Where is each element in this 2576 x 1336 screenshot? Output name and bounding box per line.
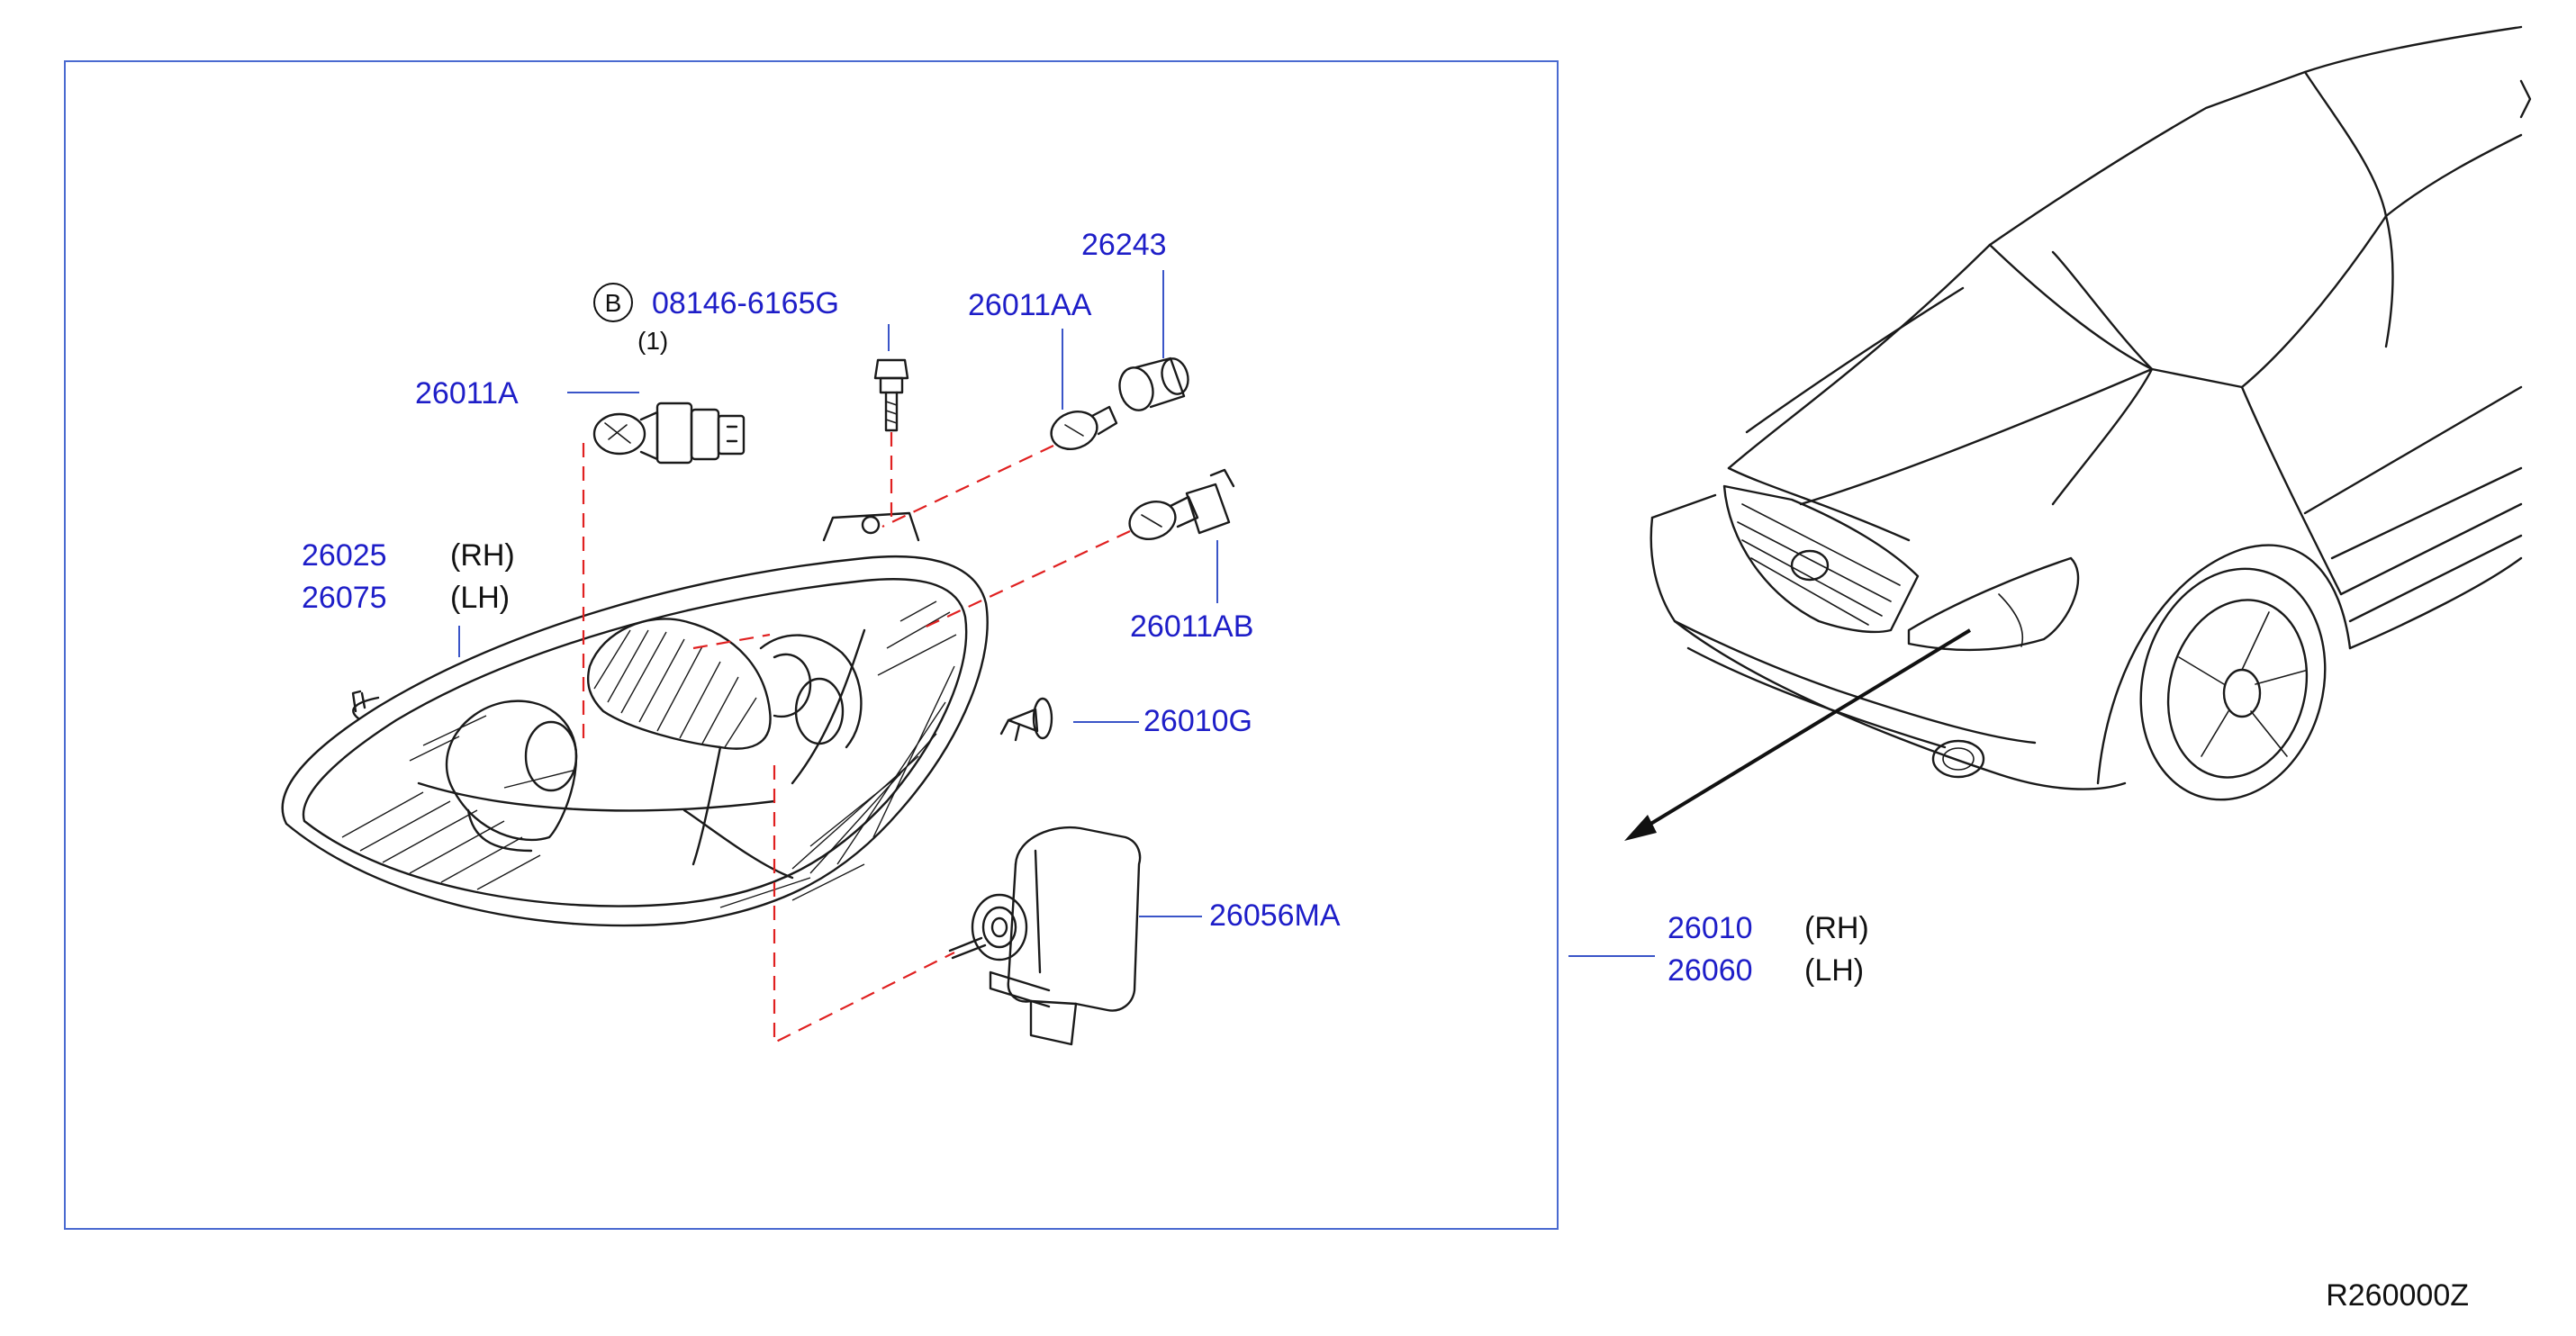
leader-lines bbox=[458, 270, 1655, 957]
part-26011AA[interactable]: 26011AA bbox=[968, 288, 1092, 322]
part-26075[interactable]: 26075 bbox=[302, 581, 387, 615]
part-08146-6165G[interactable]: 08146-6165G bbox=[652, 286, 839, 320]
location-arrow bbox=[1630, 628, 1972, 837]
part-26010G[interactable]: 26010G bbox=[1143, 704, 1252, 738]
assembly-frame bbox=[64, 60, 1559, 1230]
vehicle-drawing bbox=[1650, 25, 2532, 801]
part-26025[interactable]: 26025 bbox=[302, 538, 387, 573]
assembly-lh-label: (LH) bbox=[1804, 953, 1864, 988]
part-26060[interactable]: 26060 bbox=[1668, 953, 1753, 988]
assembly-guide-lines bbox=[582, 432, 1131, 1044]
part-26056MA[interactable]: 26056MA bbox=[1209, 898, 1341, 933]
leveling-actuator-drawing[interactable] bbox=[948, 826, 1142, 1046]
arrow-head bbox=[1624, 815, 1657, 841]
housing-rh-label: (RH) bbox=[450, 538, 515, 573]
part-26010[interactable]: 26010 bbox=[1668, 911, 1753, 945]
turn-bulb-drawing[interactable] bbox=[1125, 468, 1235, 546]
headlamp-housing-drawing[interactable] bbox=[281, 511, 989, 927]
bolt-drawing[interactable] bbox=[873, 358, 909, 432]
diagram-code: R260000Z bbox=[2326, 1278, 2469, 1313]
headlamp-bulb-drawing[interactable] bbox=[592, 402, 746, 465]
bolt-callout-letter: B bbox=[605, 289, 622, 317]
clip-drawing[interactable] bbox=[999, 697, 1053, 742]
bulb-socket-drawing[interactable] bbox=[1115, 356, 1191, 414]
assembly-rh-label: (RH) bbox=[1804, 911, 1869, 945]
side-marker-bulb-drawing[interactable] bbox=[1046, 405, 1118, 455]
housing-lh-label: (LH) bbox=[450, 581, 510, 615]
part-26011AB[interactable]: 26011AB bbox=[1130, 609, 1253, 644]
bolt-callout-circle bbox=[593, 283, 633, 322]
bolt-qty: (1) bbox=[637, 327, 668, 355]
part-26243[interactable]: 26243 bbox=[1081, 228, 1167, 262]
part-26011A[interactable]: 26011A bbox=[415, 376, 519, 411]
